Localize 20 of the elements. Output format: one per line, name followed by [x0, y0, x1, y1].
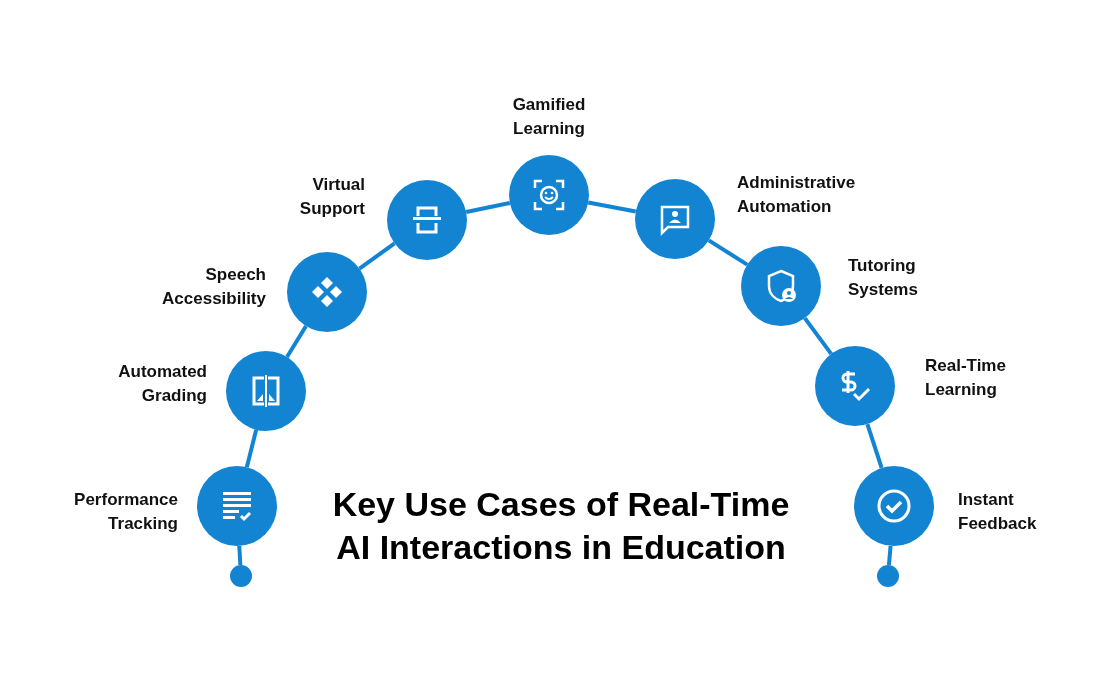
- connector-line: [886, 545, 893, 566]
- connector-line: [803, 316, 833, 356]
- node-label: Speech Accessibility: [161, 264, 266, 310]
- connector-line: [465, 201, 511, 214]
- node-label: Performance Tracking: [73, 489, 178, 535]
- node-label: Automated Grading: [117, 361, 207, 407]
- connector-line: [587, 200, 637, 214]
- node-label: Gamified Learning: [511, 94, 587, 140]
- title: Key Use Cases of Real-Time AI Interactions in Education: [331, 484, 791, 568]
- connector-line: [707, 238, 749, 267]
- node-label: Tutoring Systems: [848, 255, 919, 301]
- connector-line: [358, 241, 396, 271]
- node-label: Real-Time Learning: [925, 355, 1007, 401]
- node-label: Instant Feedback: [958, 489, 1038, 535]
- connector-line: [237, 545, 243, 566]
- connector-line: [285, 325, 308, 358]
- node-label: Administrative Automation: [737, 172, 857, 218]
- connector-line: [244, 429, 259, 468]
- connector-line: [865, 423, 884, 469]
- node-label: Virtual Support: [298, 174, 365, 220]
